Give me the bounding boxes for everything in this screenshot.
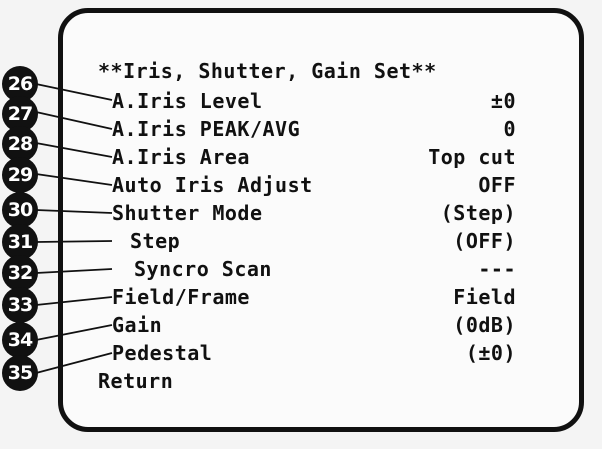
- callout-badge: 28: [2, 126, 38, 162]
- row-label: A.Iris Area: [112, 145, 250, 169]
- screen-frame: [58, 8, 584, 432]
- row-label: Shutter Mode: [112, 201, 263, 225]
- row-value: 0: [503, 117, 516, 141]
- menu-row-gain[interactable]: Gain (0dB): [0, 311, 602, 339]
- row-label: A.Iris Level: [112, 89, 263, 113]
- row-value: ---: [478, 257, 516, 281]
- row-value: Top cut: [428, 145, 516, 169]
- menu-row-auto-iris-adjust[interactable]: Auto Iris Adjust OFF: [0, 171, 602, 199]
- callout-badge: 30: [2, 192, 38, 228]
- callout-badge: 34: [2, 322, 38, 358]
- callout-badge: 35: [2, 355, 38, 391]
- row-label: Gain: [112, 313, 163, 337]
- row-label: Syncro Scan: [134, 257, 272, 281]
- callout-badge: 33: [2, 287, 38, 323]
- menu-title: **Iris, Shutter, Gain Set**: [98, 59, 437, 83]
- row-value: Field: [453, 285, 516, 309]
- row-label: Pedestal: [112, 341, 213, 365]
- menu-row-field-frame[interactable]: Field/Frame Field: [0, 283, 602, 311]
- menu-row-shutter-mode[interactable]: Shutter Mode (Step): [0, 199, 602, 227]
- menu-row-a-iris-level[interactable]: A.Iris Level ±0: [0, 87, 602, 115]
- menu-row-syncro-scan[interactable]: Syncro Scan ---: [0, 255, 602, 283]
- row-value: (Step): [440, 201, 516, 225]
- menu-row-step[interactable]: Step (OFF): [0, 227, 602, 255]
- callout-badge: 29: [2, 157, 38, 193]
- row-value: (0dB): [453, 313, 516, 337]
- return-label: Return: [98, 369, 174, 393]
- menu-row-a-iris-area[interactable]: A.Iris Area Top cut: [0, 143, 602, 171]
- menu-row-return[interactable]: Return: [0, 367, 602, 395]
- row-label: Auto Iris Adjust: [112, 173, 313, 197]
- callout-badge: 27: [2, 96, 38, 132]
- row-label: A.Iris PEAK/AVG: [112, 117, 301, 141]
- menu-row-a-iris-peak-avg[interactable]: A.Iris PEAK/AVG 0: [0, 115, 602, 143]
- row-label: Step: [130, 229, 181, 253]
- row-value: (±0): [465, 341, 516, 365]
- callout-badge: 31: [2, 224, 38, 260]
- row-value: ±0: [490, 89, 516, 113]
- callout-badge: 32: [2, 255, 38, 291]
- row-value: OFF: [478, 173, 516, 197]
- row-value: (OFF): [453, 229, 516, 253]
- row-label: Field/Frame: [112, 285, 250, 309]
- menu-row-pedestal[interactable]: Pedestal (±0): [0, 339, 602, 367]
